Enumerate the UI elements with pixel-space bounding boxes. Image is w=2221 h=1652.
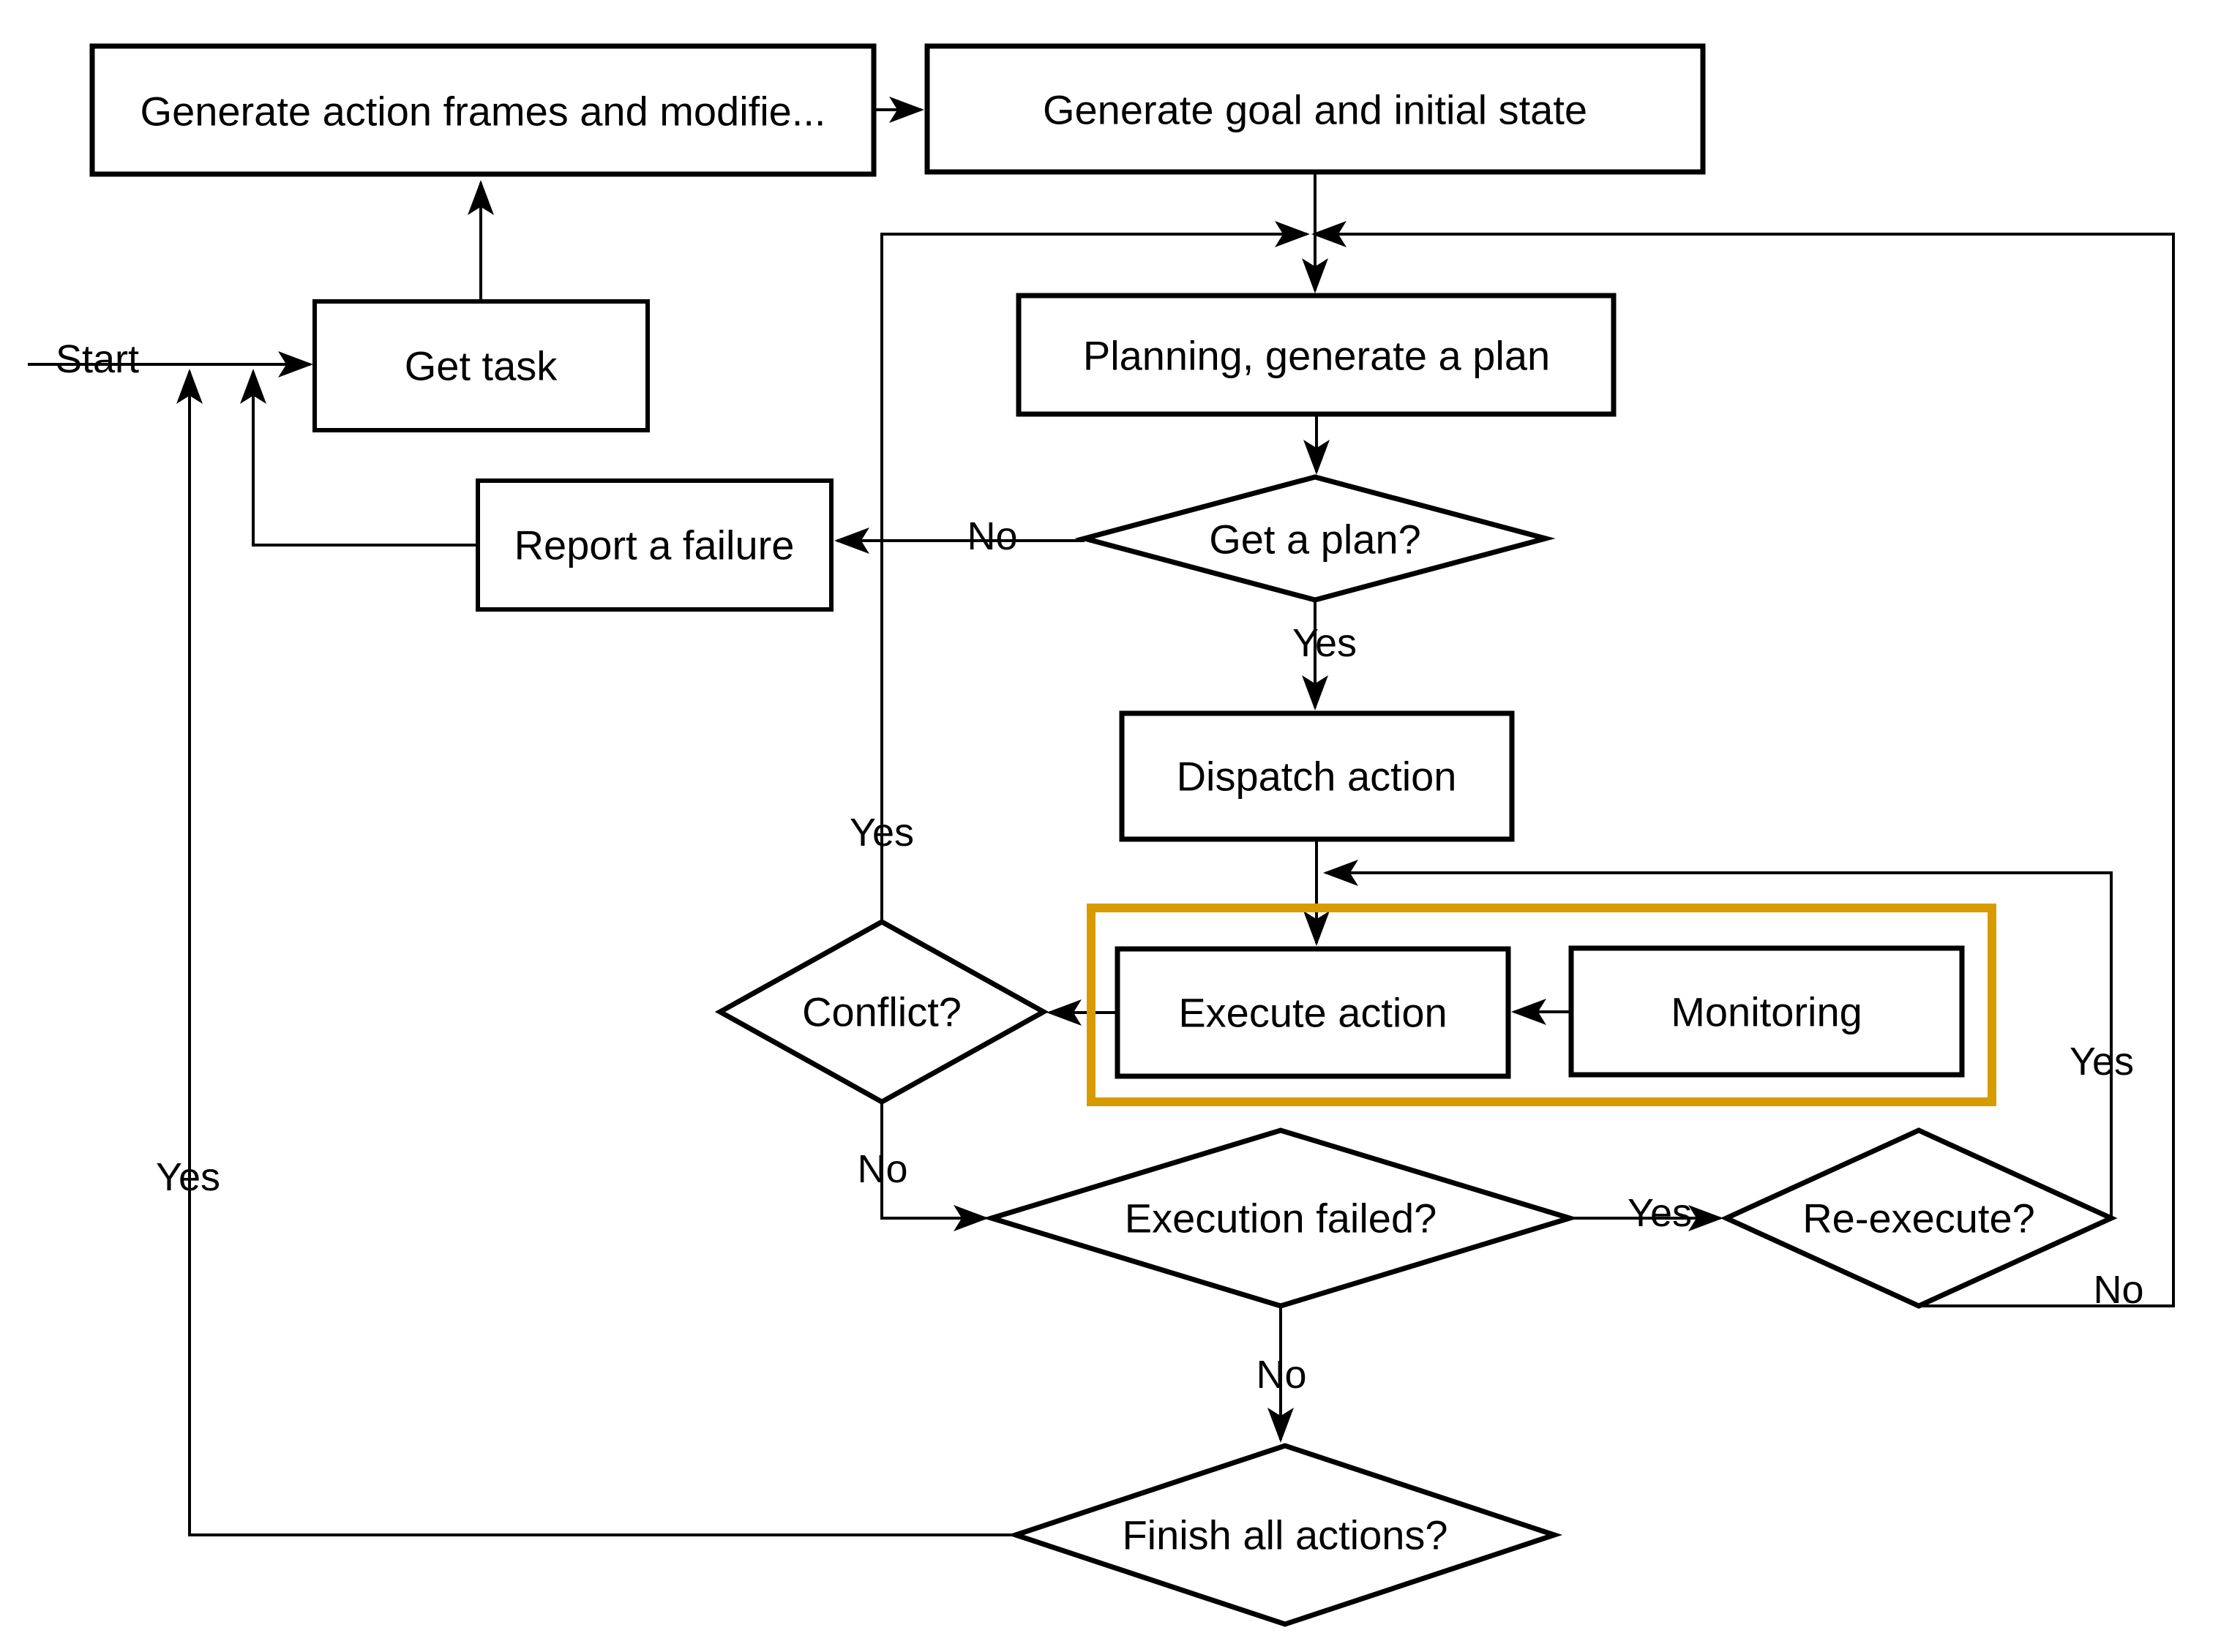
node-generate-action-frames [89, 43, 877, 177]
execution-failed-yes-label: Yes [1628, 1191, 1692, 1235]
re-execute-no-label: No [2093, 1268, 2143, 1312]
decision-conflict [714, 918, 1049, 1105]
node-generate-goal [924, 43, 1706, 175]
decision-conflict-label: Conflict? [802, 989, 962, 1035]
finish-yes-label: Yes [156, 1155, 220, 1199]
node-report-failure [476, 478, 834, 612]
node-execute-action [1115, 946, 1511, 1079]
edge-re-execute-yes-to-execute [1323, 860, 2113, 1218]
edge-re-execute-no-replan-loop [1311, 221, 2175, 1307]
edge-conflict-yes-replan-loop [880, 221, 1310, 922]
decision-re-execute [1720, 1127, 2118, 1309]
decision-execution-failed [982, 1127, 1579, 1309]
node-planning-label: Planning, generate a plan [1083, 333, 1550, 379]
start-label: Start [56, 337, 139, 381]
execution-failed-no-label: No [1256, 1353, 1306, 1397]
node-dispatch-action [1119, 710, 1515, 842]
decision-execution-failed-label: Execution failed? [1125, 1195, 1437, 1242]
node-dispatch-action-label: Dispatch action [1177, 754, 1457, 800]
node-execute-action-label: Execute action [1178, 990, 1447, 1036]
node-generate-action-frames-label: Generate action frames and modifie... [141, 89, 826, 135]
node-get-task [312, 299, 650, 432]
decision-re-execute-label: Re-execute? [1802, 1195, 2035, 1242]
node-generate-goal-label: Generate goal and initial state [1043, 87, 1587, 133]
edge-finish-yes-to-start-line [176, 369, 1016, 1536]
edge-report-failure-to-start-line [240, 369, 478, 547]
edge-conflict-no-to-execution-failed [880, 1102, 989, 1231]
node-monitoring-label: Monitoring [1671, 989, 1862, 1035]
conflict-no-label: No [857, 1147, 907, 1191]
get-plan-no-label: No [967, 514, 1017, 558]
get-plan-yes-label: Yes [1292, 621, 1357, 665]
node-get-task-label: Get task [405, 343, 558, 389]
conflict-yes-label: Yes [850, 811, 914, 855]
re-execute-yes-label: Yes [2070, 1040, 2134, 1084]
decision-get-plan-label: Get a plan? [1209, 517, 1421, 563]
execution-monitoring-group-frame [1087, 904, 1996, 1106]
decision-finish-all-actions-label: Finish all actions? [1122, 1512, 1447, 1558]
node-monitoring [1568, 945, 1965, 1078]
node-planning [1016, 293, 1617, 417]
decision-finish-all-actions [1007, 1443, 1563, 1627]
node-report-failure-label: Report a failure [514, 522, 795, 568]
decision-get-plan [1074, 474, 1556, 603]
nodes: Generate action frames and modifie... Ge… [89, 43, 2118, 1627]
edges [28, 97, 2175, 1536]
edge-labels: Start No Yes Yes No Yes No Yes No Yes [56, 337, 2144, 1397]
